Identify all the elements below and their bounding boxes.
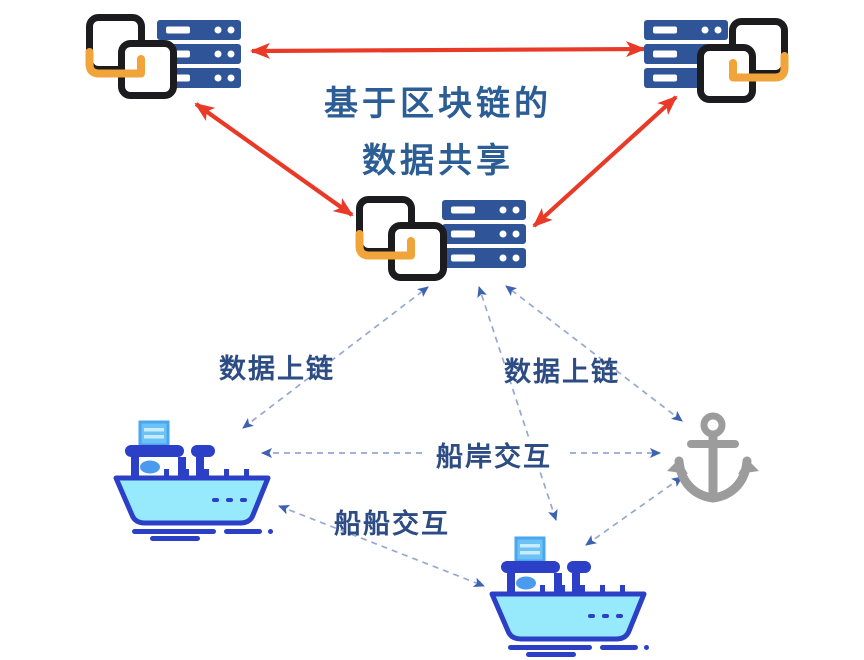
dashed-arrow-bottomship-node — [477, 286, 558, 521]
blockchain-node-center — [360, 200, 526, 278]
red-arrow-topright-center — [532, 95, 678, 228]
dashed-arrow-leftship-node — [242, 286, 429, 429]
diagram-title-line1: 基于区块链的 — [324, 84, 552, 124]
label-backdrop — [424, 439, 565, 470]
blockchain-node-top-left — [90, 18, 241, 96]
label-ship-shore: 船岸交互 — [436, 441, 552, 473]
red-arrow-topleft-center — [194, 102, 354, 217]
dashed-arrow-ship-ship — [278, 504, 485, 588]
ship-icon-bottom — [492, 538, 649, 657]
diagram-title-line2: 数据共享 — [362, 141, 514, 181]
label-data-onchain-right: 数据上链 — [504, 356, 620, 388]
blockchain-node-top-right — [644, 20, 785, 100]
dashed-arrow-anchor-node — [505, 285, 683, 422]
label-ship-ship: 船船交互 — [334, 508, 450, 540]
anchor-icon-shore — [667, 416, 759, 498]
dashed-arrow-bottomship-anchor — [585, 476, 683, 546]
label-data-onchain-left: 数据上链 — [219, 353, 335, 385]
red-arrow-topleft-topright — [250, 41, 646, 59]
ship-icon-left — [116, 422, 273, 541]
